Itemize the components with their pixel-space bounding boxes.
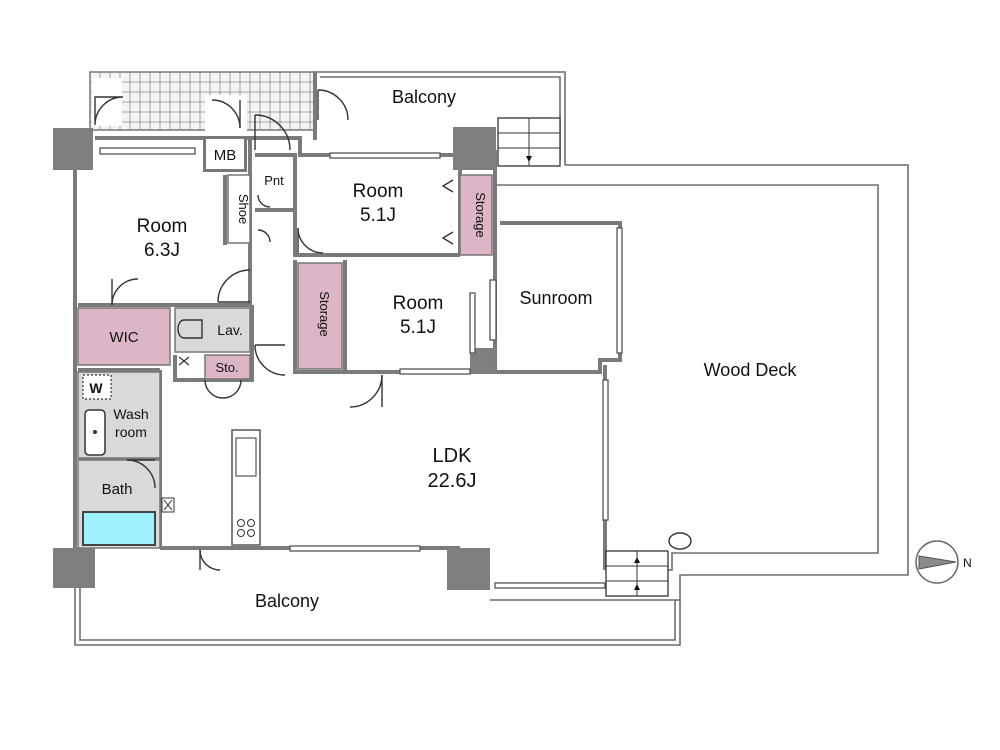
storage-left-label: Storage xyxy=(317,291,332,337)
lav-label: Lav. xyxy=(217,322,242,338)
ldk-name: LDK xyxy=(433,445,473,467)
room-labels: Balcony MB Pnt Shoe Room 6.3J Room 5.1J … xyxy=(89,87,797,611)
wic-area xyxy=(77,307,171,366)
bath-label: Bath xyxy=(102,481,133,498)
washer-label: W xyxy=(89,380,103,396)
room-b-size: 5.1J xyxy=(360,205,396,226)
room-a-size: 6.3J xyxy=(144,240,180,261)
tiled-terrace xyxy=(89,71,316,131)
washroom-label-2: room xyxy=(115,424,147,440)
mb-label: MB xyxy=(214,147,237,164)
balcony-top-label: Balcony xyxy=(392,87,456,107)
shoe-label: Shoe xyxy=(236,194,251,224)
north-arrow-icon xyxy=(918,555,957,570)
sto-label: Sto. xyxy=(215,360,238,375)
storage-right-label: Storage xyxy=(473,192,488,238)
wood-deck-label: Wood Deck xyxy=(704,360,798,380)
pnt-label: Pnt xyxy=(264,173,284,188)
compass-label: N xyxy=(963,556,972,570)
mb-box xyxy=(204,137,246,171)
doors xyxy=(111,89,454,571)
north-compass: N xyxy=(915,540,972,584)
structural-columns xyxy=(53,127,496,590)
shoe-box xyxy=(227,174,251,244)
wic-label: WIC xyxy=(109,329,138,346)
room-a-name: Room xyxy=(137,216,188,237)
room-c-name: Room xyxy=(393,293,444,314)
exterior-outlines xyxy=(74,71,909,646)
storage-left-area xyxy=(297,262,343,370)
storage-right-area xyxy=(459,174,493,256)
room-c-size: 5.1J xyxy=(400,317,436,338)
bathtub xyxy=(82,511,156,546)
lav-area xyxy=(174,307,251,353)
windows xyxy=(99,147,623,589)
sunroom-label: Sunroom xyxy=(519,288,592,308)
washroom-label-1: Wash xyxy=(113,406,148,422)
sto-area xyxy=(204,354,251,380)
room-b-name: Room xyxy=(353,181,404,202)
balcony-bottom-label: Balcony xyxy=(255,591,319,611)
colored-areas xyxy=(77,137,493,549)
steps xyxy=(497,117,669,597)
fixtures xyxy=(82,319,692,550)
ldk-size: 22.6J xyxy=(428,470,477,492)
